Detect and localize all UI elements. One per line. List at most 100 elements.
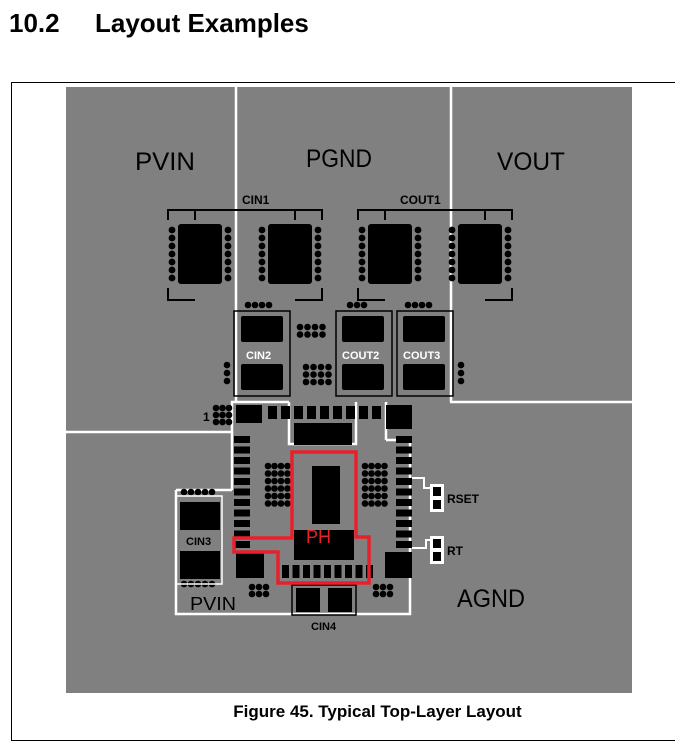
ic-pin-left [234,446,250,454]
figure-frame [11,82,675,741]
cout1-b-via [504,258,512,266]
via-pgnd-mid [310,378,317,386]
cin1-b-via [258,274,266,282]
via-agnd-right [381,462,388,470]
label-rset: RSET [447,492,480,506]
via-agnd-right [374,477,382,485]
section-title: Layout Examples [95,8,309,38]
cin1-b-via [314,266,322,274]
ic-pin-top [320,406,329,419]
ic-pin-right [396,446,412,454]
ic-pin-bottom [313,565,321,578]
via-agnd-right [368,500,375,507]
via-pin1 [212,411,220,419]
cout1-a-via [414,242,422,250]
via-agnd-right [381,500,388,507]
ic-pin-right [396,530,412,538]
small-capacitors [241,316,445,390]
cout1-b-via [504,226,512,234]
rt-resistor [430,536,444,564]
cin1-a-via [168,274,176,282]
cout2-pad-bottom [342,364,384,390]
ic-pin-right [396,509,412,517]
ph-thermal-pad [312,466,340,524]
via-pvin-left [284,500,291,507]
ic-pin-bottom [303,565,310,578]
via-agnd-right [361,492,369,500]
via-cin3-top [201,488,209,496]
via-cout2-top [360,301,368,309]
via-pgnd-mid [317,371,325,378]
via-agnd-bottom [379,590,387,598]
label-ph: PH [306,527,331,547]
cin1-b-via [314,258,322,266]
ic-pin-top [307,406,316,419]
via-pvin-left [277,477,285,485]
ic-pin-right [396,457,412,464]
via-pvin-left [277,462,285,470]
ic-pin-right [396,541,412,548]
resistor-traces [412,477,430,549]
via-pgnd-top [304,323,311,331]
via-cin2-left [223,377,231,385]
cin1-a-via [168,258,176,266]
via-pvin-bottom [248,590,256,598]
via-agnd-right [368,485,375,492]
via-cin3-top [194,488,202,496]
via-cout3-top [404,301,412,309]
cin1-bracket [167,209,323,301]
via-cin3-top [187,488,195,496]
label-pgnd: PGND [306,145,372,173]
via-cin2-left [223,361,231,369]
cin1-b-pad [268,224,312,284]
cin1-b-via [258,250,266,258]
cout1-a-via [358,258,366,266]
ic-pin-left [234,520,250,527]
ic-pin-top [294,406,303,419]
ic-pin-top [372,406,381,419]
via-agnd-right [374,492,382,500]
figure-bottom-rule [11,740,675,741]
via-agnd-bottom [386,590,394,598]
via-pvin-left [264,462,272,470]
via-agnd-right [361,462,369,470]
label-cin4: CIN4 [311,621,337,633]
via-pvin-left [264,477,272,485]
via-cin2-top [265,301,273,309]
via-agnd-right [374,485,382,492]
via-agnd-right [374,462,382,470]
label-agnd: AGND [457,585,525,613]
label-vout: VOUT [497,148,565,176]
via-agnd-right [361,470,369,477]
via-agnd-right [368,470,375,477]
via-pgnd-top [304,331,311,338]
ic-body-top [294,423,352,445]
cin1-a-via [224,274,232,282]
via-cin2-top [258,301,266,309]
cout1-a-pad [368,224,412,284]
cout3-pad-bottom [403,364,445,390]
via-pvin-left [284,477,291,485]
cin1-a-via [224,258,232,266]
via-pvin-left [271,470,278,477]
cin1-b-via [258,242,266,250]
cout1-a-via [414,226,422,234]
via-pgnd-mid [317,363,325,371]
via-pvin-left [277,492,285,500]
cin1-a-via [224,250,232,258]
via-agnd-right [381,485,388,492]
cout1-a-via [358,274,366,282]
via-cin2-left [223,369,231,377]
ic-pin-right [396,478,412,485]
via-cout2-top [346,301,354,309]
cin1-a-via [224,226,232,234]
cout1-a-via [358,226,366,234]
ic-pin-top [346,406,355,419]
cout1-a-via [414,274,422,282]
figure-caption: Figure 45. Typical Top-Layer Layout [233,702,522,721]
ic-pin-left [234,457,250,464]
label-cin2: CIN2 [246,350,271,362]
cin1-a-via [168,226,176,234]
ic-pin-bottom [345,565,352,578]
